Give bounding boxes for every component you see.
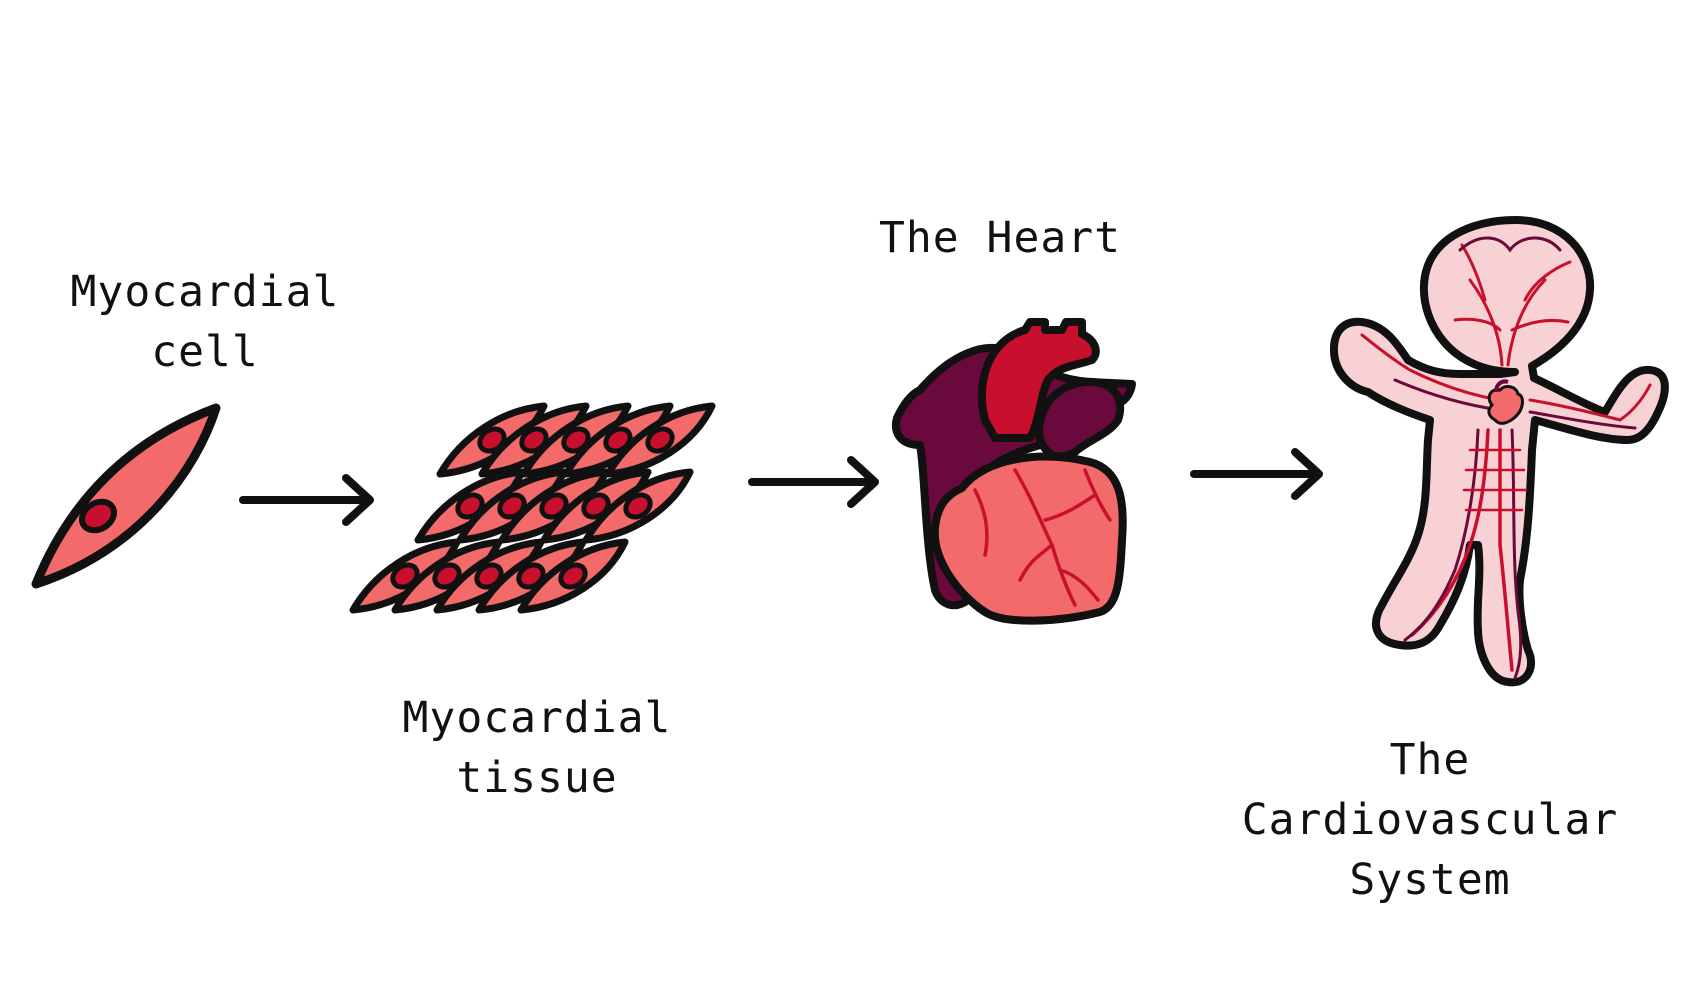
arrow-right-icon [1190,448,1323,500]
stage-label-myocardial-cell: Myocardial cell [40,262,370,382]
stage-label-line: tissue [456,753,618,803]
stage-label-line: Myocardial [70,267,340,317]
stage-label-line: Myocardial [402,693,672,743]
arrow-right-icon [748,456,879,508]
arrow-right-icon [239,474,374,526]
myocardial-tissue-icon [353,406,712,610]
stage-label-line: cell [151,327,259,377]
stage-label-line: Cardiovascular [1241,795,1619,845]
myocardial-cell-icon [31,403,221,589]
stage-label-line: The [1389,735,1471,785]
stage-label-heart: The Heart [840,208,1160,268]
stage-label-line: System [1349,855,1511,905]
stage-label-cardiovascular-system: The Cardiovascular System [1190,730,1670,910]
stage-label-myocardial-tissue: Myocardial tissue [372,688,702,808]
body-figure-icon [1329,216,1669,687]
heart-icon [892,318,1136,625]
stage-label-line: The Heart [879,213,1121,263]
